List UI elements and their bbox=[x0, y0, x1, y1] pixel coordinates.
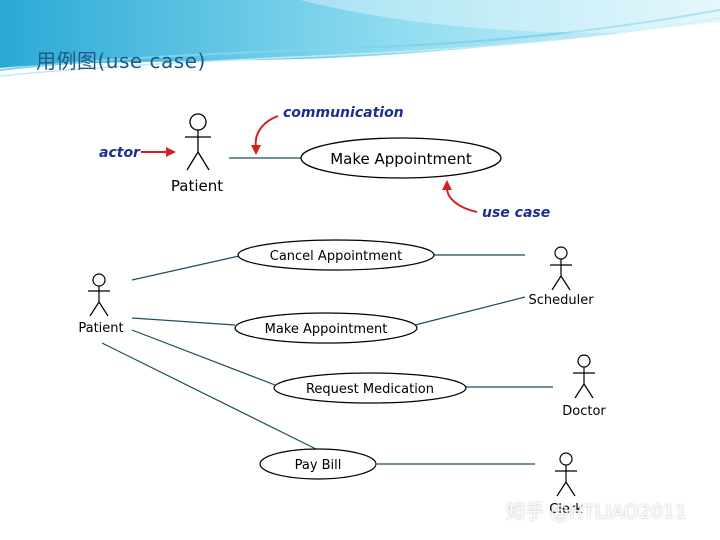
clerk-actor-icon bbox=[555, 452, 577, 497]
annotation-communication: communication bbox=[283, 105, 404, 121]
association-lines bbox=[101, 254, 553, 465]
use-case-make-label: Make Appointment bbox=[265, 322, 388, 337]
actor-scheduler-label: Scheduler bbox=[528, 293, 594, 308]
top-use-case-label: Make Appointment bbox=[330, 150, 472, 168]
header-wave bbox=[0, 0, 720, 77]
use-case-cancel-appointment bbox=[237, 239, 435, 271]
slide-title: 用例图(use case) bbox=[36, 49, 206, 73]
use-case-pay-bill-label: Pay Bill bbox=[295, 458, 342, 473]
use-case-arrow-icon bbox=[442, 180, 478, 213]
actor-doctor-label: Doctor bbox=[562, 404, 606, 419]
top-use-case-ellipse bbox=[300, 137, 502, 179]
doctor-actor-icon bbox=[573, 354, 595, 399]
communication-arrow-icon bbox=[251, 115, 279, 155]
actor-arrow-icon bbox=[141, 147, 176, 157]
patient-actor-icon bbox=[185, 113, 211, 171]
actor-clerk-label: Clerk bbox=[549, 502, 583, 517]
actor-patient-label: Patient bbox=[78, 321, 123, 336]
use-case-pay-bill bbox=[259, 448, 377, 480]
watermark: 知乎 @HTLIAO2011 bbox=[506, 501, 688, 523]
use-case-request-medication bbox=[273, 372, 467, 404]
annotation-use-case: use case bbox=[482, 205, 550, 221]
use-case-make-appointment bbox=[234, 312, 418, 344]
use-case-cancel-label: Cancel Appointment bbox=[270, 249, 402, 264]
annotation-actor: actor bbox=[99, 145, 141, 161]
scheduler-actor-icon bbox=[550, 246, 572, 291]
use-case-request-label: Request Medication bbox=[306, 382, 434, 397]
patient-actor-icon bbox=[88, 273, 110, 317]
top-actor-label: Patient bbox=[171, 177, 223, 195]
